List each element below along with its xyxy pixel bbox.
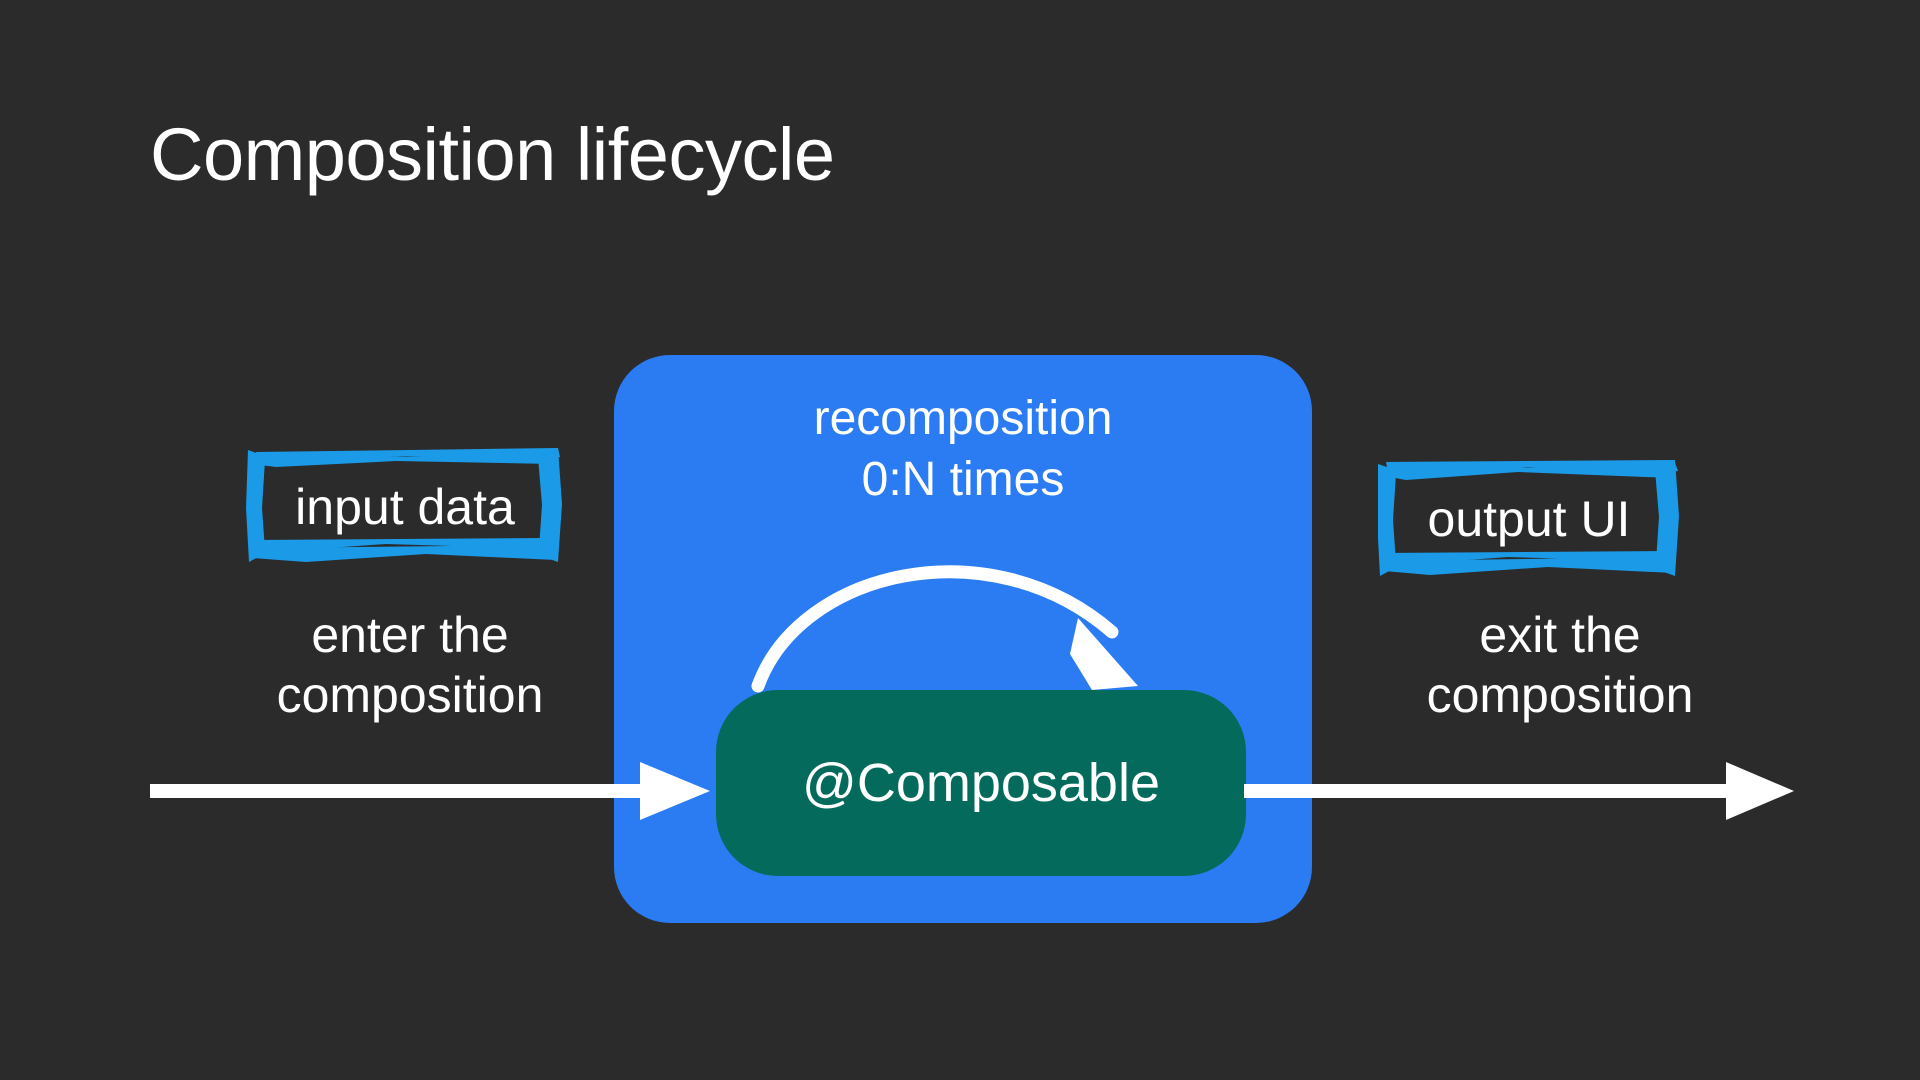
exit-caption-line-2: composition [1426,667,1694,723]
output-ui-label: output UI [1427,491,1631,547]
arrow-right-icon [1244,762,1794,820]
composable-node: @Composable [716,690,1246,876]
sketch-frame-icon [1378,460,1679,576]
enter-caption-line-1: enter the [311,607,509,663]
enter-composition-caption: enter the composition [180,605,640,725]
input-data-tag: input data [246,448,564,566]
sketch-frame-icon [246,448,562,562]
arrow-right-icon [150,762,710,820]
exit-composition-caption: exit the composition [1330,605,1790,725]
composable-label: @Composable [802,753,1160,813]
input-data-label: input data [295,479,515,535]
recomposition-line-1: recomposition [813,392,1113,445]
enter-caption-line-2: composition [276,667,544,723]
recomposition-label: recomposition 0:N times [614,388,1312,511]
output-ui-tag: output UI [1378,460,1680,578]
page-title: Composition lifecycle [150,113,835,196]
exit-caption-line-1: exit the [1479,607,1641,663]
recomposition-line-2: 0:N times [861,453,1065,507]
